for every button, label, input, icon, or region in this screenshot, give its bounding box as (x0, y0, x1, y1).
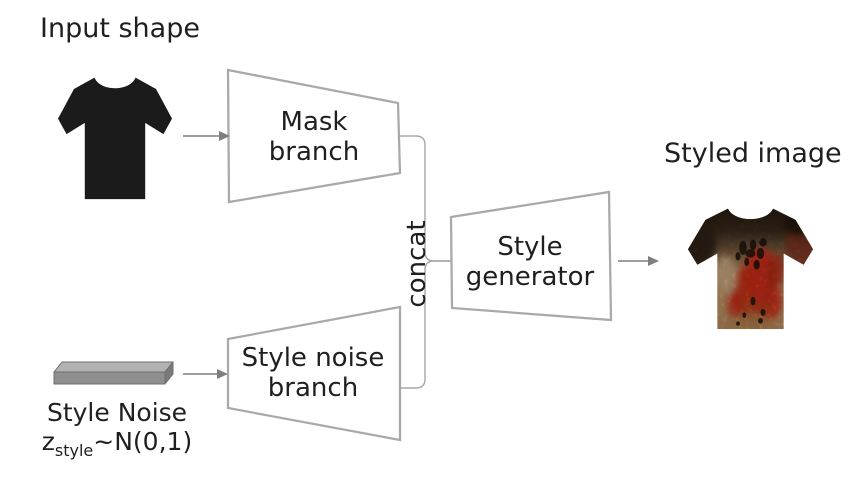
formula-subscript: style (54, 441, 94, 460)
style-noise-branch-label-line2: branch (267, 373, 359, 403)
style-generator-label: Style generator (450, 230, 610, 294)
concat-label: concat (402, 220, 432, 308)
formula-z: z (41, 427, 55, 456)
style-noise-branch-label-line1: Style noise (241, 343, 385, 373)
styled-image-tshirt (688, 208, 813, 330)
concat-brace (400, 135, 451, 389)
input-tshirt-silhouette (58, 77, 172, 200)
arrow-generator-to-output (618, 256, 659, 266)
style-noise-branch-node (226, 305, 402, 442)
styled-image-label: Styled image (664, 138, 842, 169)
mask-branch-label-line2: branch (268, 137, 360, 167)
input-shape-tshirt-icon (58, 77, 172, 200)
noise-bar-front-face (53, 371, 166, 385)
style-noise-caption: Style Noise zstyle~N(0,1) (27, 398, 207, 465)
style-noise-formula: zstyle~N(0,1) (27, 427, 207, 465)
mask-branch-label: Mask branch (229, 105, 399, 169)
mask-branch-label-line1: Mask (280, 107, 348, 137)
style-noise-branch-label: Style noise branch (227, 341, 399, 405)
formula-tail: ~N(0,1) (93, 427, 193, 456)
style-noise-vector-icon (53, 361, 174, 385)
mask-branch-node (226, 68, 402, 204)
style-generator-node (449, 190, 613, 322)
input-shape-label: Input shape (40, 13, 200, 44)
arrow-input-to-mask-branch (183, 131, 230, 141)
style-generator-label-line1: Style (497, 232, 563, 262)
noise-branch-to-concat-connector (400, 260, 451, 389)
style-generator-label-line2: generator (465, 262, 595, 292)
style-noise-title: Style Noise (46, 398, 188, 427)
arrow-noise-to-noise-branch (183, 369, 228, 379)
noise-bar-top-face (53, 361, 174, 373)
mask-branch-to-concat-connector (400, 135, 451, 262)
